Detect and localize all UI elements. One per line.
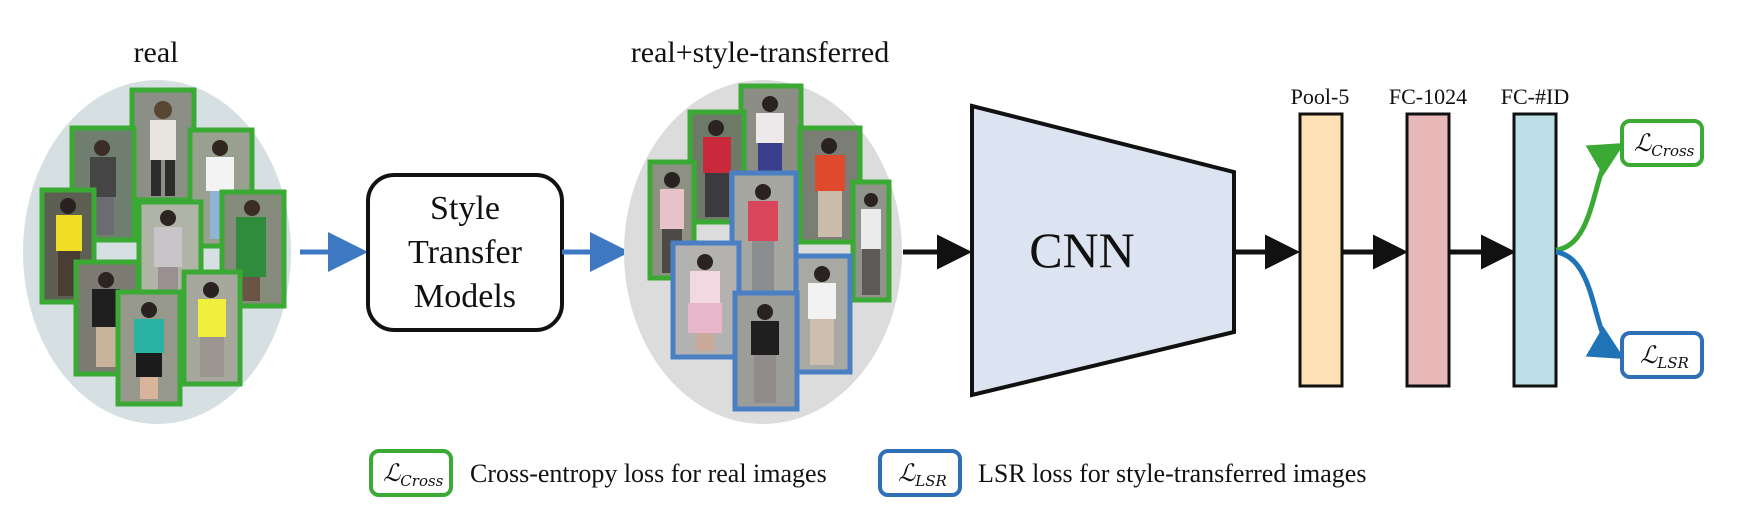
person-thumbnail xyxy=(670,240,742,360)
mixed-label: real+style-transferred xyxy=(631,36,889,69)
person-thumbnail xyxy=(129,87,197,203)
lsr-loss-symbol: ℒLSR xyxy=(1640,341,1689,372)
person-thumbnail xyxy=(850,179,892,303)
style-transfer-line-2: Transfer xyxy=(408,234,523,271)
person-thumbnail xyxy=(115,289,183,407)
person-thumbnail xyxy=(181,269,243,387)
fc1024-layer xyxy=(1405,112,1451,388)
real-image-thumbnails xyxy=(39,87,287,407)
person-thumbnail xyxy=(797,125,863,245)
pool5-layer xyxy=(1298,112,1344,388)
real-label: real xyxy=(134,36,179,69)
pool5-label: Pool-5 xyxy=(1291,84,1350,109)
legend-cross-text: Cross-entropy loss for real images xyxy=(470,459,827,488)
cross-loss-box xyxy=(1620,119,1704,167)
legend: ℒCross Cross-entropy loss for real image… xyxy=(369,449,1366,497)
legend-cross-box xyxy=(369,449,453,497)
cnn-label: CNN xyxy=(1029,222,1135,278)
legend-cross-symbol: ℒCross xyxy=(383,459,444,490)
arrow-to-lsr-loss xyxy=(1555,249,1625,360)
legend-lsr-text: LSR loss for style-transferred images xyxy=(978,459,1366,488)
person-thumbnail xyxy=(793,253,853,375)
mixed-image-thumbnails xyxy=(647,83,892,412)
fc1024-label: FC-1024 xyxy=(1389,84,1467,109)
lsr-loss-box xyxy=(1620,331,1704,379)
fcid-label: FC-#ID xyxy=(1501,84,1569,109)
arrow-to-cross-loss xyxy=(1555,142,1625,253)
person-thumbnail xyxy=(39,187,97,305)
legend-lsr-box xyxy=(878,449,962,497)
style-transfer-line-3: Models xyxy=(414,278,516,315)
fcid-layer xyxy=(1512,112,1558,388)
person-thumbnail xyxy=(729,170,799,300)
cross-loss-symbol: ℒCross xyxy=(1634,129,1695,160)
cnn-block xyxy=(970,103,1236,398)
style-transfer-line-1: Style xyxy=(430,190,500,227)
legend-lsr-symbol: ℒLSR xyxy=(898,459,947,490)
person-thumbnail xyxy=(732,290,800,412)
